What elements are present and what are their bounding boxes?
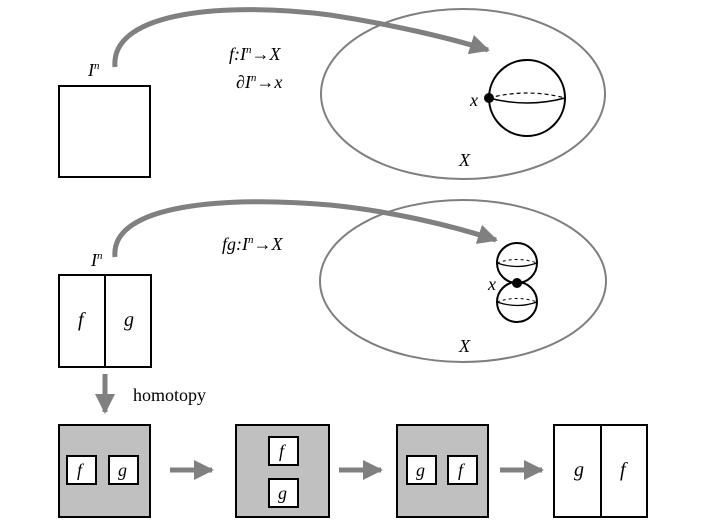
step2-g-box [268, 478, 299, 508]
step1-f-box [66, 455, 97, 485]
middle-upper-equator-front [496, 262, 538, 268]
middle-cube-label: In [90, 250, 103, 270]
sequence-step-3: g f [396, 424, 489, 518]
top-basepoint-dot [484, 93, 494, 103]
step2-f-box [268, 436, 299, 466]
step3-g-label: g [416, 460, 425, 480]
middle-space-ellipse [319, 199, 607, 363]
homotopy-sequence: f g f g g f g f [58, 424, 648, 518]
top-point-label: x [469, 90, 478, 110]
top-curved-arrow [112, 7, 490, 68]
top-cube-label: In [87, 60, 100, 80]
middle-right-half-label: g [124, 309, 134, 331]
top-panel: In f:In→X ∂In→x x X [58, 7, 606, 180]
top-space-label: X [458, 150, 471, 170]
top-map-label: f:In→X [229, 44, 282, 64]
top-sphere [488, 59, 566, 137]
middle-point-label: x [487, 274, 496, 294]
top-sphere-equator-front [488, 97, 566, 104]
step4-g-label: g [574, 459, 584, 481]
homotopy-label: homotopy [133, 385, 206, 405]
top-boundary-label: ∂In→x [236, 72, 282, 92]
middle-map-label: fg:In→X [222, 234, 284, 254]
step1-g-label: g [118, 460, 127, 480]
sequence-step-2: f g [235, 424, 330, 518]
homotopy-step: homotopy [95, 374, 206, 414]
middle-curved-arrow [112, 199, 498, 258]
top-space-ellipse [320, 8, 606, 180]
step3-f-label: f [458, 460, 466, 480]
step1-f-label: f [77, 460, 85, 480]
middle-space-label: X [458, 336, 471, 356]
middle-panel: In f g fg:In→X x X [58, 199, 607, 368]
step2-f-label: f [279, 441, 287, 461]
middle-upper-equator-back [496, 259, 538, 264]
sequence-step-1: f g [58, 424, 151, 518]
step3-g-box [406, 455, 437, 485]
middle-basepoint-dot [512, 278, 522, 288]
step3-f-box [447, 455, 478, 485]
top-cube-square [58, 85, 151, 178]
middle-lower-equator-front [496, 301, 538, 307]
top-sphere-equator-back [488, 92, 566, 99]
middle-lower-equator-back [496, 298, 538, 303]
step1-g-box [108, 455, 139, 485]
middle-upper-sphere [496, 242, 538, 284]
middle-left-half-label: f [78, 309, 86, 331]
step4-f-label: f [620, 459, 628, 481]
step2-g-label: g [278, 483, 287, 503]
sequence-step-4: g f [553, 424, 648, 518]
